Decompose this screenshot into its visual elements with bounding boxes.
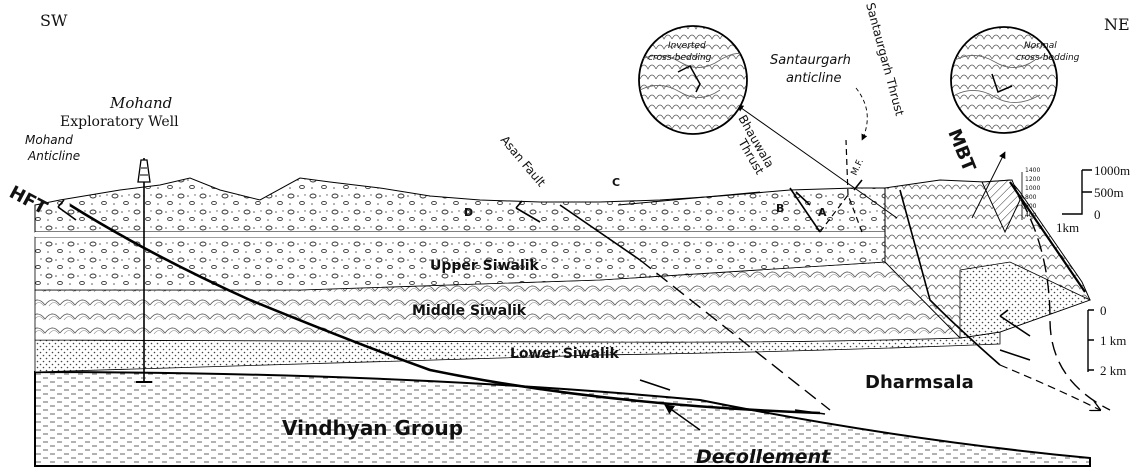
depth-scale-0: 0 [1100, 303, 1107, 318]
orientation-ne: NE [1104, 15, 1130, 34]
depth-scale [1088, 310, 1094, 372]
elev-tick-1200: 1200 [1025, 176, 1040, 183]
lower-siwalik-label: Lower Siwalik [510, 346, 620, 362]
orientation-sw: SW [40, 11, 68, 30]
elev-scale-top: 1000m [1094, 163, 1130, 178]
elev-tick-400: 400 [1025, 212, 1037, 219]
point-label-c: C [612, 176, 620, 189]
mbt-label: MBT [943, 126, 979, 175]
elev-scale-mid: 500m [1094, 185, 1124, 200]
inset-normal-label-2: cross-bedding [1016, 53, 1080, 63]
surface-layer [35, 178, 885, 232]
decollement-label: Decollement [696, 446, 831, 468]
inset-normal-label-1: Normal [1024, 41, 1057, 51]
middle-siwalik-label: Middle Siwalik [412, 303, 527, 319]
elev-scale-horizontal: 1km [1056, 220, 1079, 235]
santaurgarh-anticline-label-2: anticline [786, 71, 842, 86]
mohand-anticline-label-1: Mohand [25, 133, 73, 147]
depth-scale-1: 1 km [1100, 333, 1126, 348]
inset-inverted-label-2: cross-bedding [648, 53, 712, 63]
santaurgarh-thrust-label: Santaurgarh Thrust [863, 1, 907, 117]
dharmsala-label: Dharmsala [865, 372, 974, 393]
mohand-anticline-label-2: Anticline [27, 149, 80, 163]
strata [35, 178, 1090, 466]
elev-tick-600: 600 [1025, 203, 1037, 210]
elev-tick-1000: 1000 [1025, 185, 1040, 192]
vindhyan-group-label: Vindhyan Group [282, 416, 463, 440]
mf-label: M.F. [850, 157, 866, 177]
elev-tick-1400: 1400 [1025, 167, 1040, 174]
point-label-a: A [818, 206, 827, 219]
upper-siwalik-label: Upper Siwalik [430, 258, 540, 274]
exploratory-well-label: Exploratory Well [60, 114, 179, 130]
elev-tick-800: 800 [1025, 194, 1037, 201]
inset-inverted-label-1: Inverted [668, 41, 706, 51]
asan-fault-label: Asan Fault [498, 133, 549, 190]
mohand-label: Mohand [109, 94, 172, 112]
point-label-b: B [776, 202, 784, 215]
santaurgarh-anticline-label-1: Santaurgarh [770, 53, 851, 68]
point-label-d: D [464, 206, 473, 219]
depth-scale-2: 2 km [1100, 363, 1126, 378]
elev-scale-zero: 0 [1094, 207, 1101, 222]
